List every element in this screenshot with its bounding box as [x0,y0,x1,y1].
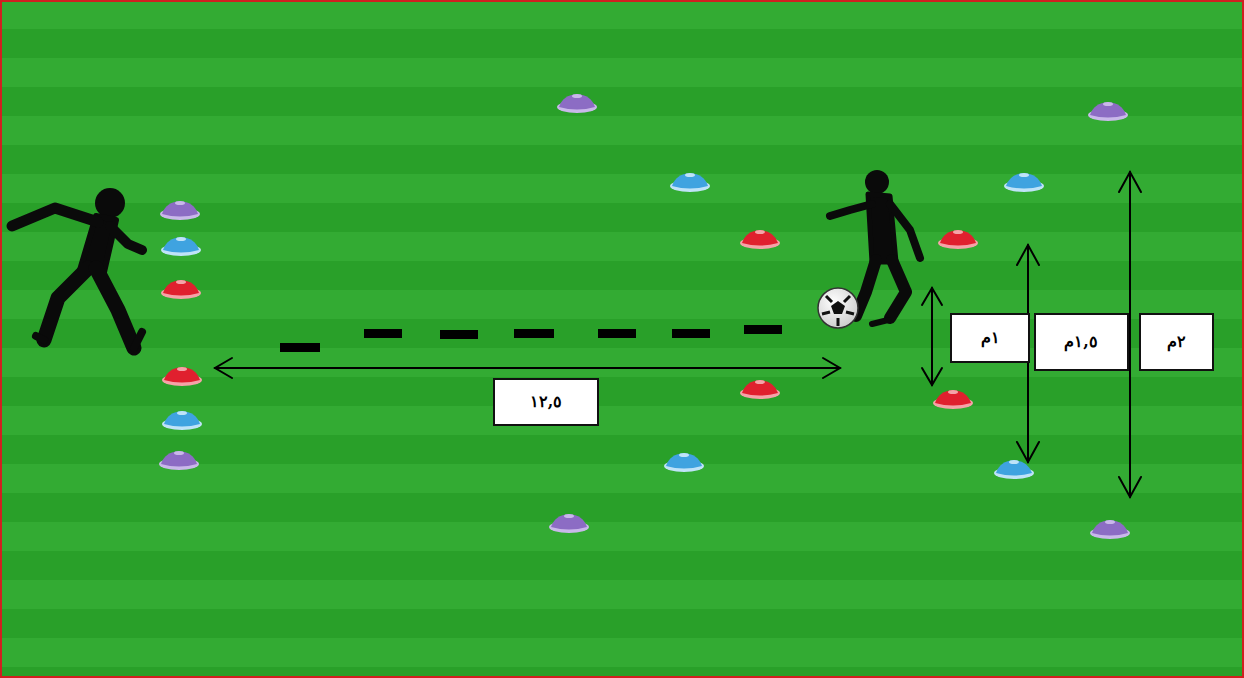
marker-cone [670,173,710,192]
marker-cone [549,514,589,533]
marker-cone [160,201,200,220]
cone-group [159,94,1130,539]
soccer-ball [818,288,858,328]
dimension-value: ١م [981,328,1000,347]
dimension-box: ٢م [1139,313,1214,371]
marker-cone [162,411,202,430]
dimension-box: ١٢,٥ [493,378,599,426]
marker-cone [1004,173,1044,192]
marker-cone [162,367,202,386]
marker-cone [161,280,201,299]
marker-cone [159,451,199,470]
marker-cone [557,94,597,113]
marker-cone [664,453,704,472]
marker-cone [938,230,978,249]
dimension-arrows [215,172,1141,497]
dimension-box: ١م [950,313,1030,363]
dimension-value: ١٢,٥ [530,392,563,411]
kicking-player [12,188,142,348]
dimension-value: ١,٥م [1064,332,1098,351]
marker-cone [1088,102,1128,121]
marker-cone [161,237,201,256]
marker-cone [1090,520,1130,539]
marker-cone [740,380,780,399]
pass-dashes [280,325,782,352]
marker-cone [933,390,973,409]
dimension-value: ٢م [1167,332,1186,351]
dimension-box: ١,٥م [1034,313,1129,371]
marker-cone [740,230,780,249]
